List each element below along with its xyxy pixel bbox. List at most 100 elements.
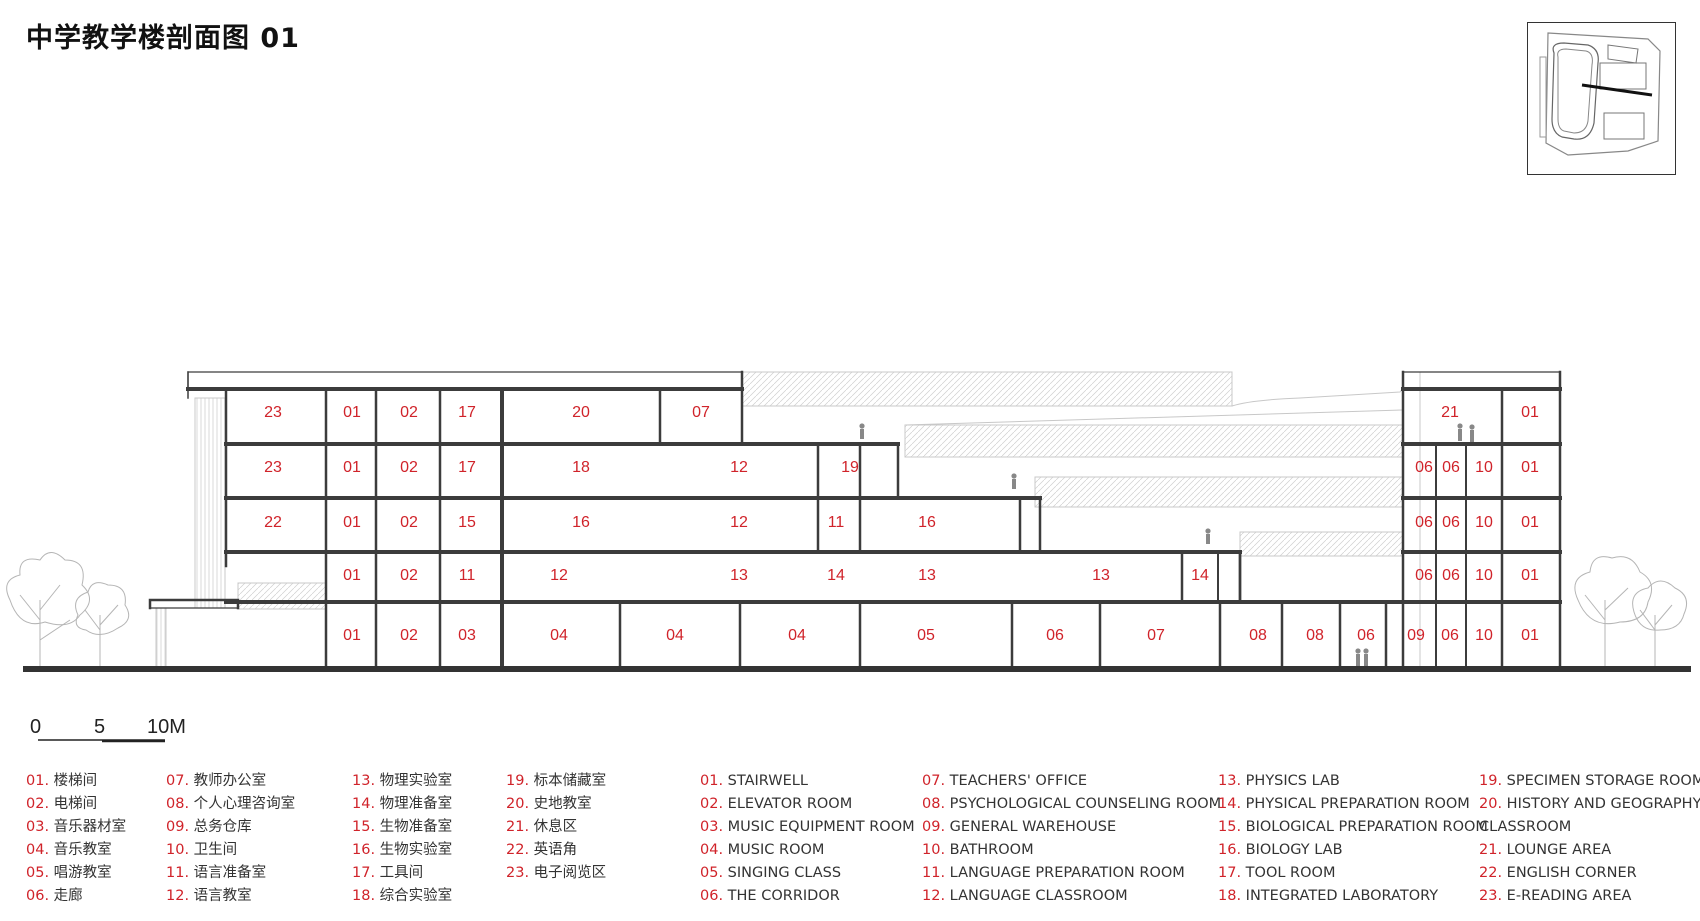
legend-item: 07. 教师办公室 bbox=[166, 770, 295, 793]
legend-item: 23. E-READING AREA bbox=[1479, 885, 1700, 908]
legend-number: 17. bbox=[1218, 865, 1242, 881]
legend-number: 08. bbox=[166, 796, 190, 812]
room-label: 06 bbox=[1357, 627, 1375, 644]
legend-item: 05. SINGING CLASS bbox=[700, 862, 915, 885]
room-label: 10 bbox=[1475, 627, 1493, 644]
room-label: 04 bbox=[666, 627, 684, 644]
legend-number: 06. bbox=[26, 888, 50, 904]
room-label: 19 bbox=[841, 459, 859, 476]
legend-item: 02. ELEVATOR ROOM bbox=[700, 793, 915, 816]
legend-number: 15. bbox=[1218, 819, 1242, 835]
room-label: 21 bbox=[1441, 404, 1459, 421]
legend-number: 19. bbox=[506, 773, 530, 789]
legend-number: 05. bbox=[26, 865, 50, 881]
legend-number: 15. bbox=[352, 819, 376, 835]
room-label: 13 bbox=[1092, 567, 1110, 584]
room-label: 02 bbox=[400, 627, 418, 644]
legend-number: 02. bbox=[700, 796, 724, 812]
legend-number: 14. bbox=[352, 796, 376, 812]
room-label: 11 bbox=[459, 567, 476, 584]
legend-text: ELEVATOR ROOM bbox=[723, 796, 853, 812]
legend-item: 18. INTEGRATED LABORATORY bbox=[1218, 885, 1488, 908]
legend-item: 17. 工具间 bbox=[352, 862, 452, 885]
legend-text: LANGUAGE PREPARATION ROOM bbox=[945, 865, 1185, 881]
room-label: 03 bbox=[458, 627, 476, 644]
legend-item: 12. 语言教室 bbox=[166, 885, 295, 908]
legend-item: 12. LANGUAGE CLASSROOM bbox=[922, 885, 1221, 908]
room-label: 18 bbox=[572, 459, 590, 476]
legend-text: PHYSICS LAB bbox=[1241, 773, 1340, 789]
legend-text: LOUNGE AREA bbox=[1502, 842, 1612, 858]
legend-item: 05. 唱游教室 bbox=[26, 862, 126, 885]
legend-number: 06. bbox=[700, 888, 724, 904]
legend-number: 16. bbox=[1218, 842, 1242, 858]
legend-item: 22. ENGLISH CORNER bbox=[1479, 862, 1700, 885]
room-label: 06 bbox=[1442, 567, 1460, 584]
legend-text: 走廊 bbox=[49, 888, 83, 904]
legend-item: CLASSROOM bbox=[1479, 816, 1700, 839]
legend-number: 05. bbox=[700, 865, 724, 881]
legend-item: 11. LANGUAGE PREPARATION ROOM bbox=[922, 862, 1221, 885]
legend-text: 工具间 bbox=[375, 865, 424, 881]
background-structure bbox=[155, 371, 1561, 669]
legend-item: 13. 物理实验室 bbox=[352, 770, 452, 793]
legend-number: 11. bbox=[922, 865, 946, 881]
room-label: 07 bbox=[692, 404, 710, 421]
legend-number: 09. bbox=[166, 819, 190, 835]
room-label: 02 bbox=[400, 459, 418, 476]
legend-number: 13. bbox=[352, 773, 376, 789]
people-silhouettes bbox=[859, 423, 1475, 666]
legend-number: 23. bbox=[506, 865, 530, 881]
room-label: 01 bbox=[343, 404, 361, 421]
legend-text: 标本储藏室 bbox=[529, 773, 607, 789]
legend-text: 物理实验室 bbox=[375, 773, 453, 789]
room-label: 14 bbox=[827, 567, 845, 584]
legend-number: 18. bbox=[1218, 888, 1242, 904]
room-label: 11 bbox=[828, 514, 845, 531]
room-label: 13 bbox=[730, 567, 748, 584]
legend-number: 08. bbox=[922, 796, 946, 812]
legend-item: 03. MUSIC EQUIPMENT ROOM bbox=[700, 816, 915, 839]
legend-item: 19. 标本储藏室 bbox=[506, 770, 606, 793]
room-label: 01 bbox=[343, 567, 361, 584]
room-label: 01 bbox=[1521, 627, 1539, 644]
legend-text: MUSIC EQUIPMENT ROOM bbox=[723, 819, 915, 835]
room-label: 06 bbox=[1415, 459, 1433, 476]
legend-text: 教师办公室 bbox=[189, 773, 267, 789]
building-structure bbox=[23, 370, 1691, 672]
room-label: 06 bbox=[1046, 627, 1064, 644]
legend-item: 11. 语言准备室 bbox=[166, 862, 295, 885]
room-label: 14 bbox=[1191, 567, 1209, 584]
room-label: 10 bbox=[1475, 567, 1493, 584]
legend-text: GENERAL WAREHOUSE bbox=[945, 819, 1117, 835]
room-label: 01 bbox=[343, 627, 361, 644]
room-label: 12 bbox=[550, 567, 568, 584]
room-label: 23 bbox=[264, 404, 282, 421]
room-label: 01 bbox=[1521, 514, 1539, 531]
legend-text: PHYSICAL PREPARATION ROOM bbox=[1241, 796, 1470, 812]
legend-text: 生物实验室 bbox=[375, 842, 453, 858]
legend-item: 07. TEACHERS' OFFICE bbox=[922, 770, 1221, 793]
room-label: 05 bbox=[917, 627, 935, 644]
legend-number: 20. bbox=[506, 796, 530, 812]
legend-number: 07. bbox=[922, 773, 946, 789]
legend-number: 07. bbox=[166, 773, 190, 789]
legend-number: 11. bbox=[166, 865, 190, 881]
legend-text: 电梯间 bbox=[49, 796, 98, 812]
room-label: 23 bbox=[264, 459, 282, 476]
room-label: 04 bbox=[550, 627, 568, 644]
legend-number: 10. bbox=[922, 842, 946, 858]
legend-text: 电子阅览区 bbox=[529, 865, 607, 881]
room-label: 06 bbox=[1442, 459, 1460, 476]
legend-item: 21. LOUNGE AREA bbox=[1479, 839, 1700, 862]
legend-text: CLASSROOM bbox=[1479, 819, 1572, 835]
room-label: 16 bbox=[572, 514, 590, 531]
room-label: 01 bbox=[1521, 404, 1539, 421]
legend-text: SPECIMEN STORAGE ROOM bbox=[1502, 773, 1700, 789]
legend-item: 06. THE CORRIDOR bbox=[700, 885, 915, 908]
legend-text: 语言准备室 bbox=[189, 865, 267, 881]
